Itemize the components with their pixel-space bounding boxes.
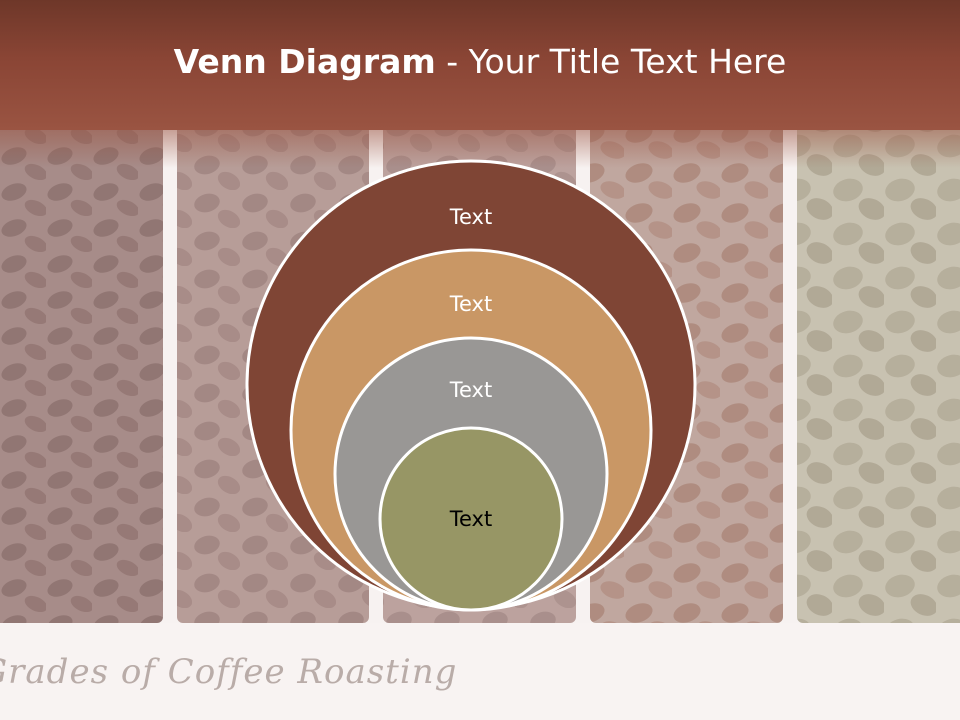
second-circle-label: Text (449, 292, 492, 316)
slide-title: Venn Diagram - Your Title Text Here (0, 40, 960, 84)
inner-circle[interactable] (378, 426, 564, 612)
title-bar (0, 0, 960, 130)
third-circle-label: Text (449, 378, 492, 402)
title-rest: - Your Title Text Here (435, 42, 787, 81)
footer-script-text: Grades of Coffee Roasting (0, 652, 458, 692)
inner-circle-label: Text (449, 507, 492, 531)
title-bold: Venn Diagram (173, 42, 436, 81)
outer-circle-label: Text (449, 205, 492, 229)
